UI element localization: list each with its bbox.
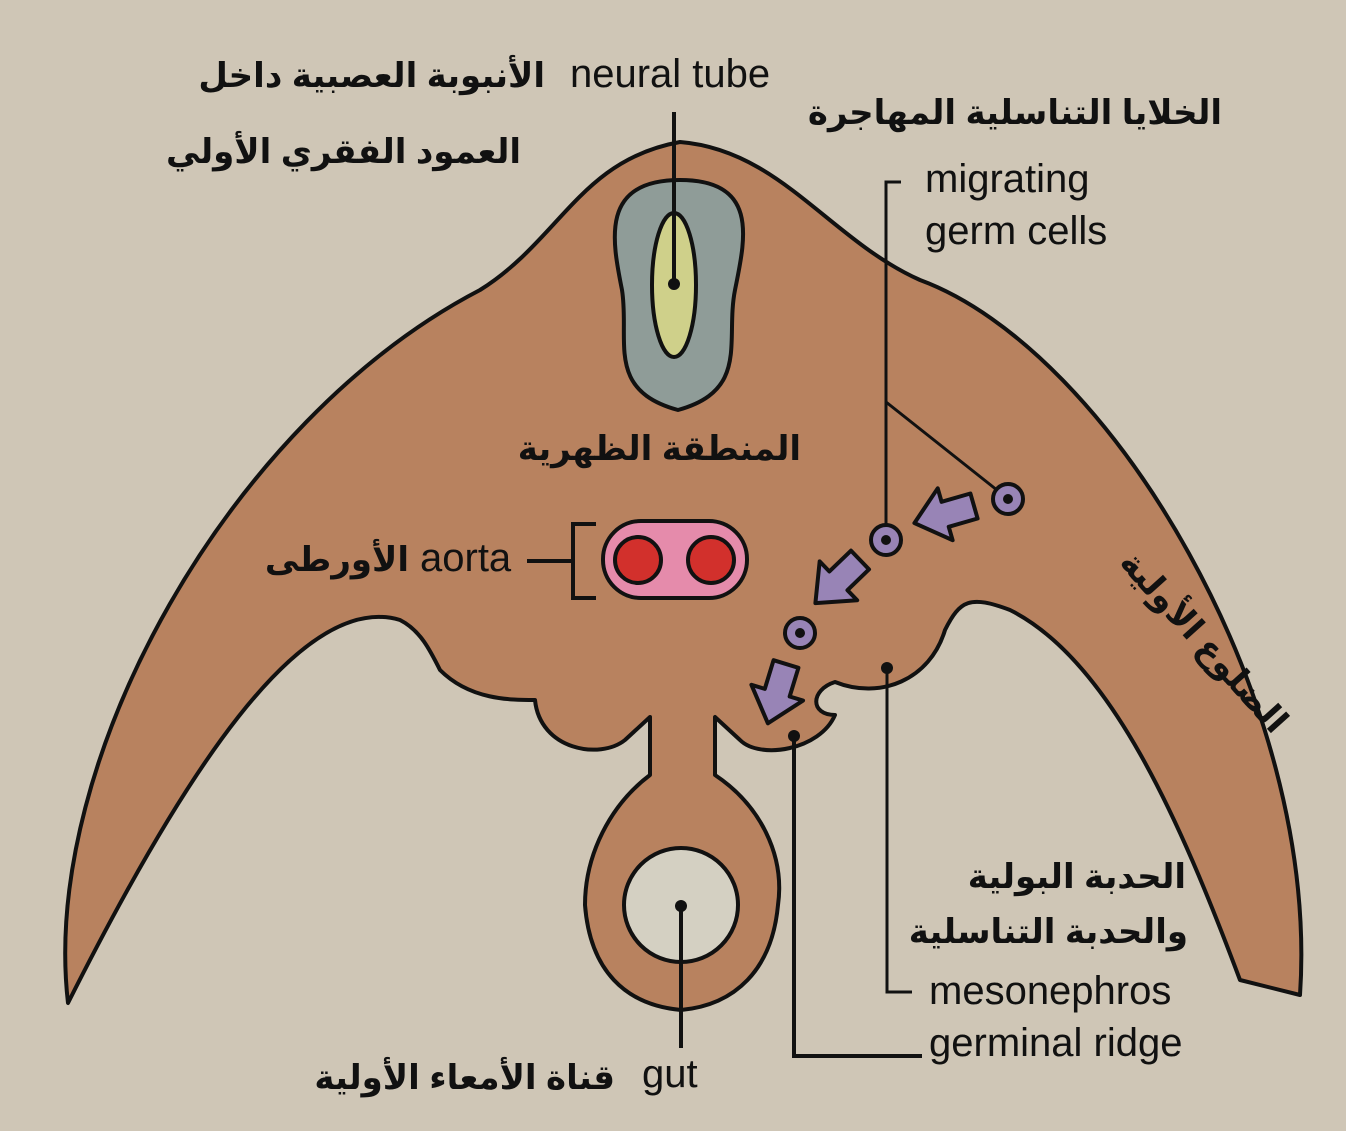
neural-tube-arabic-label-line1: الأنبوبة العصبية داخل [198,56,545,96]
urogenital-ridge-arabic-label-line2: والحدبة التناسلية [909,912,1188,952]
neural-tube-arabic-label-line2: العمود الفقري الأولي [166,132,521,172]
mesonephros-label: mesonephros [929,969,1171,1014]
gut-arabic-label: قناة الأمعاء الأولية [314,1058,615,1098]
aorta-arabic-label: الأورطى [265,540,409,580]
germ-cell-3 [785,618,815,648]
germ-cells-label-line1: migrating [925,157,1090,202]
germ-cell-1 [993,484,1023,514]
urogenital-ridge-arabic-label-line1: الحدبة البولية [968,857,1186,897]
aorta-lumen-left [615,537,661,583]
neural-tube-label: neural tube [570,52,770,97]
dorsal-region-arabic-label: المنطقة الظهرية [518,429,801,469]
germ-cells-arabic-label: الخلايا التناسلية المهاجرة [808,93,1222,133]
gut-label: gut [642,1052,698,1097]
germ-cells-label-line2: germ cells [925,209,1107,254]
aorta-lumen-right [688,537,734,583]
germ-cell-2 [871,525,901,555]
germinal-ridge-leader-line [794,736,922,1056]
germinal-ridge-label: germinal ridge [929,1021,1182,1066]
aorta-label: aorta [420,536,511,581]
